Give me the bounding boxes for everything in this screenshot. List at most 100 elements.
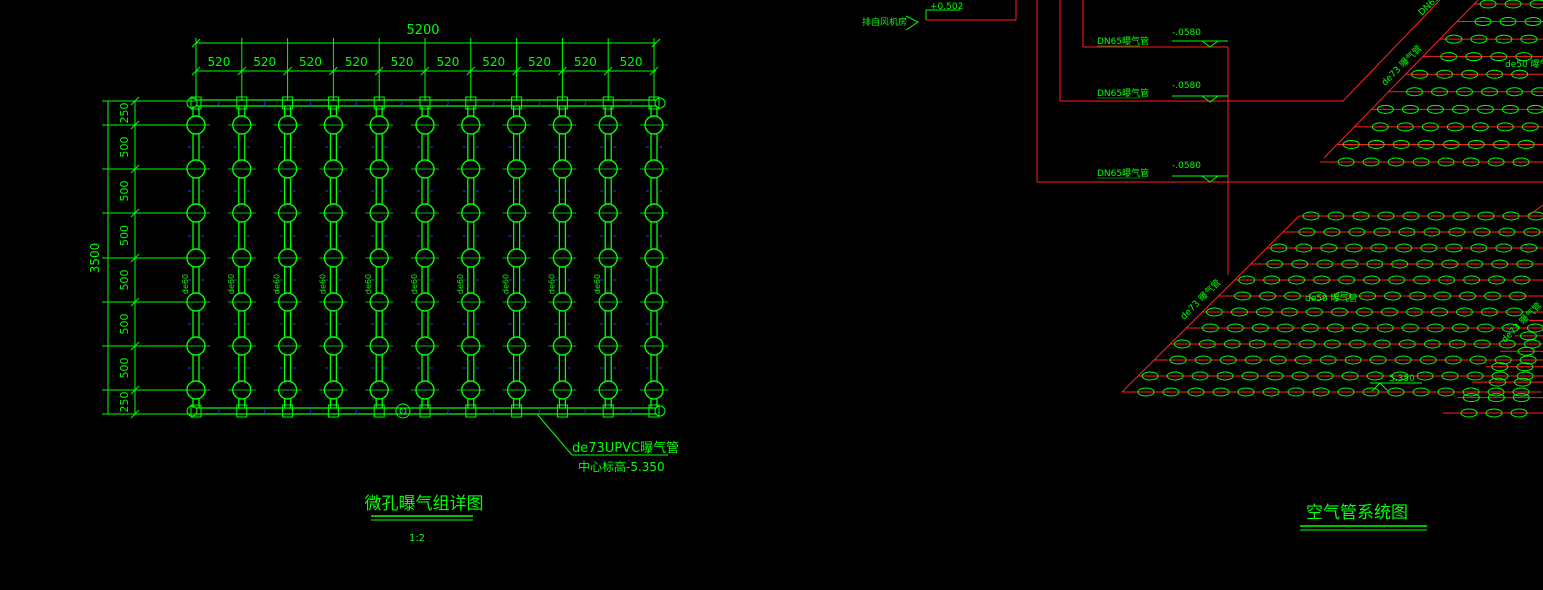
diffuser	[1498, 227, 1516, 237]
branch-2-pipe: DN65曝气管	[1097, 87, 1149, 99]
diffuser	[1431, 87, 1449, 97]
diffuser	[1373, 339, 1391, 349]
callout-leader	[536, 413, 573, 456]
diffuser	[1473, 227, 1491, 237]
diffuser	[1412, 387, 1430, 397]
diffuser	[1417, 139, 1435, 149]
diffuser	[1426, 323, 1444, 333]
grid-edge	[1121, 215, 1300, 393]
dim-segment-label: 520	[436, 55, 459, 69]
diffuser	[1366, 371, 1384, 381]
diffuser	[1448, 339, 1466, 349]
diffuser	[1287, 387, 1305, 397]
pipe-fitting	[236, 96, 248, 110]
diffuser	[1405, 307, 1423, 317]
diffuser	[1423, 227, 1441, 237]
system-title: 空气管系统图	[1306, 503, 1408, 523]
diffuser	[1469, 355, 1487, 365]
diffuser	[1510, 408, 1528, 418]
diffuser	[1363, 275, 1381, 285]
diffuser	[1291, 259, 1309, 269]
diffuser	[1276, 323, 1294, 333]
diffuser	[1499, 17, 1517, 27]
diffuser	[1352, 211, 1370, 221]
diffuser	[1494, 355, 1512, 365]
diffuser	[1487, 393, 1505, 403]
diffuser	[1519, 331, 1537, 341]
dim-tick	[374, 66, 384, 76]
branch-1-elev: -.0580	[1172, 28, 1201, 38]
diffuser	[1477, 211, 1495, 221]
elev-triangle	[1201, 175, 1219, 183]
dim-tick	[130, 96, 140, 106]
diffuser	[1487, 387, 1505, 397]
grid-label-de73-lower: de73 曝气管	[1178, 276, 1224, 322]
diffuser	[1521, 122, 1539, 132]
diffuser	[1248, 339, 1266, 349]
branch-pipe-label: de60	[593, 274, 602, 294]
diffuser	[1476, 104, 1494, 114]
diffuser	[1466, 259, 1484, 269]
diffuser	[1413, 275, 1431, 285]
diffuser	[1491, 259, 1509, 269]
diffuser	[1512, 393, 1530, 403]
diffuser	[1396, 122, 1414, 132]
arrow-marker	[905, 15, 919, 31]
diffuser	[1529, 0, 1543, 9]
system-pipes	[905, 0, 1543, 531]
diffuser	[1295, 243, 1313, 253]
blue-marker: ⌇	[446, 99, 450, 110]
pipe-fitting	[373, 404, 385, 418]
grid-label-de50-lower: de50 曝气管	[1305, 292, 1358, 304]
diffuser	[1459, 291, 1477, 301]
diffuser	[1166, 371, 1184, 381]
diffuser	[1476, 323, 1494, 333]
diffuser	[1514, 377, 1532, 387]
valve-symbol	[395, 403, 411, 419]
top-elev-label: +0.502	[930, 2, 963, 12]
diffuser	[1516, 371, 1534, 381]
diffuser	[1498, 339, 1516, 349]
diffuser	[1490, 52, 1508, 62]
diffuser	[1445, 34, 1463, 44]
diffuser	[1391, 371, 1409, 381]
diffuser	[1342, 139, 1360, 149]
diffuser	[1298, 227, 1316, 237]
diffuser	[1269, 355, 1287, 365]
diffuser	[1470, 243, 1488, 253]
diffuser	[1387, 387, 1405, 397]
dim-tick	[130, 253, 140, 263]
diffuser	[1230, 307, 1248, 317]
diffuser	[1495, 243, 1513, 253]
diffuser	[1519, 355, 1537, 365]
diffuser	[1402, 211, 1420, 221]
dim-tick	[558, 66, 567, 76]
diffuser	[1401, 104, 1419, 114]
blue-marker: ⌇	[583, 99, 587, 110]
diffuser	[1392, 139, 1410, 149]
diffuser	[1141, 371, 1159, 381]
diffuser	[1348, 227, 1366, 237]
diffuser	[1516, 362, 1534, 372]
diffuser	[1440, 52, 1458, 62]
diffuser	[1434, 291, 1452, 301]
diffuser	[1456, 87, 1474, 97]
blue-marker: ⌇	[537, 407, 541, 418]
total-height-label: 3500	[88, 243, 102, 274]
air-pipe-system: 排自风机房 +0.502 DN65曝气管 -.0580 DN65曝气管 -.05…	[862, 0, 1543, 531]
diffuser	[1430, 307, 1448, 317]
diffuser	[1169, 355, 1187, 365]
diffuser	[1226, 323, 1244, 333]
diffuser	[1305, 307, 1323, 317]
total-width-label: 5200	[406, 23, 439, 38]
diffuser	[1323, 227, 1341, 237]
blue-marker: ⌇	[262, 99, 266, 110]
dim-segment-label: 520	[345, 55, 368, 69]
branch-pipe-label: de60	[410, 274, 419, 294]
diffuser	[1351, 323, 1369, 333]
diffuser	[1473, 339, 1491, 349]
diffuser	[1520, 34, 1538, 44]
dim-row-label: 500	[118, 225, 131, 246]
diffuser	[1394, 355, 1412, 365]
